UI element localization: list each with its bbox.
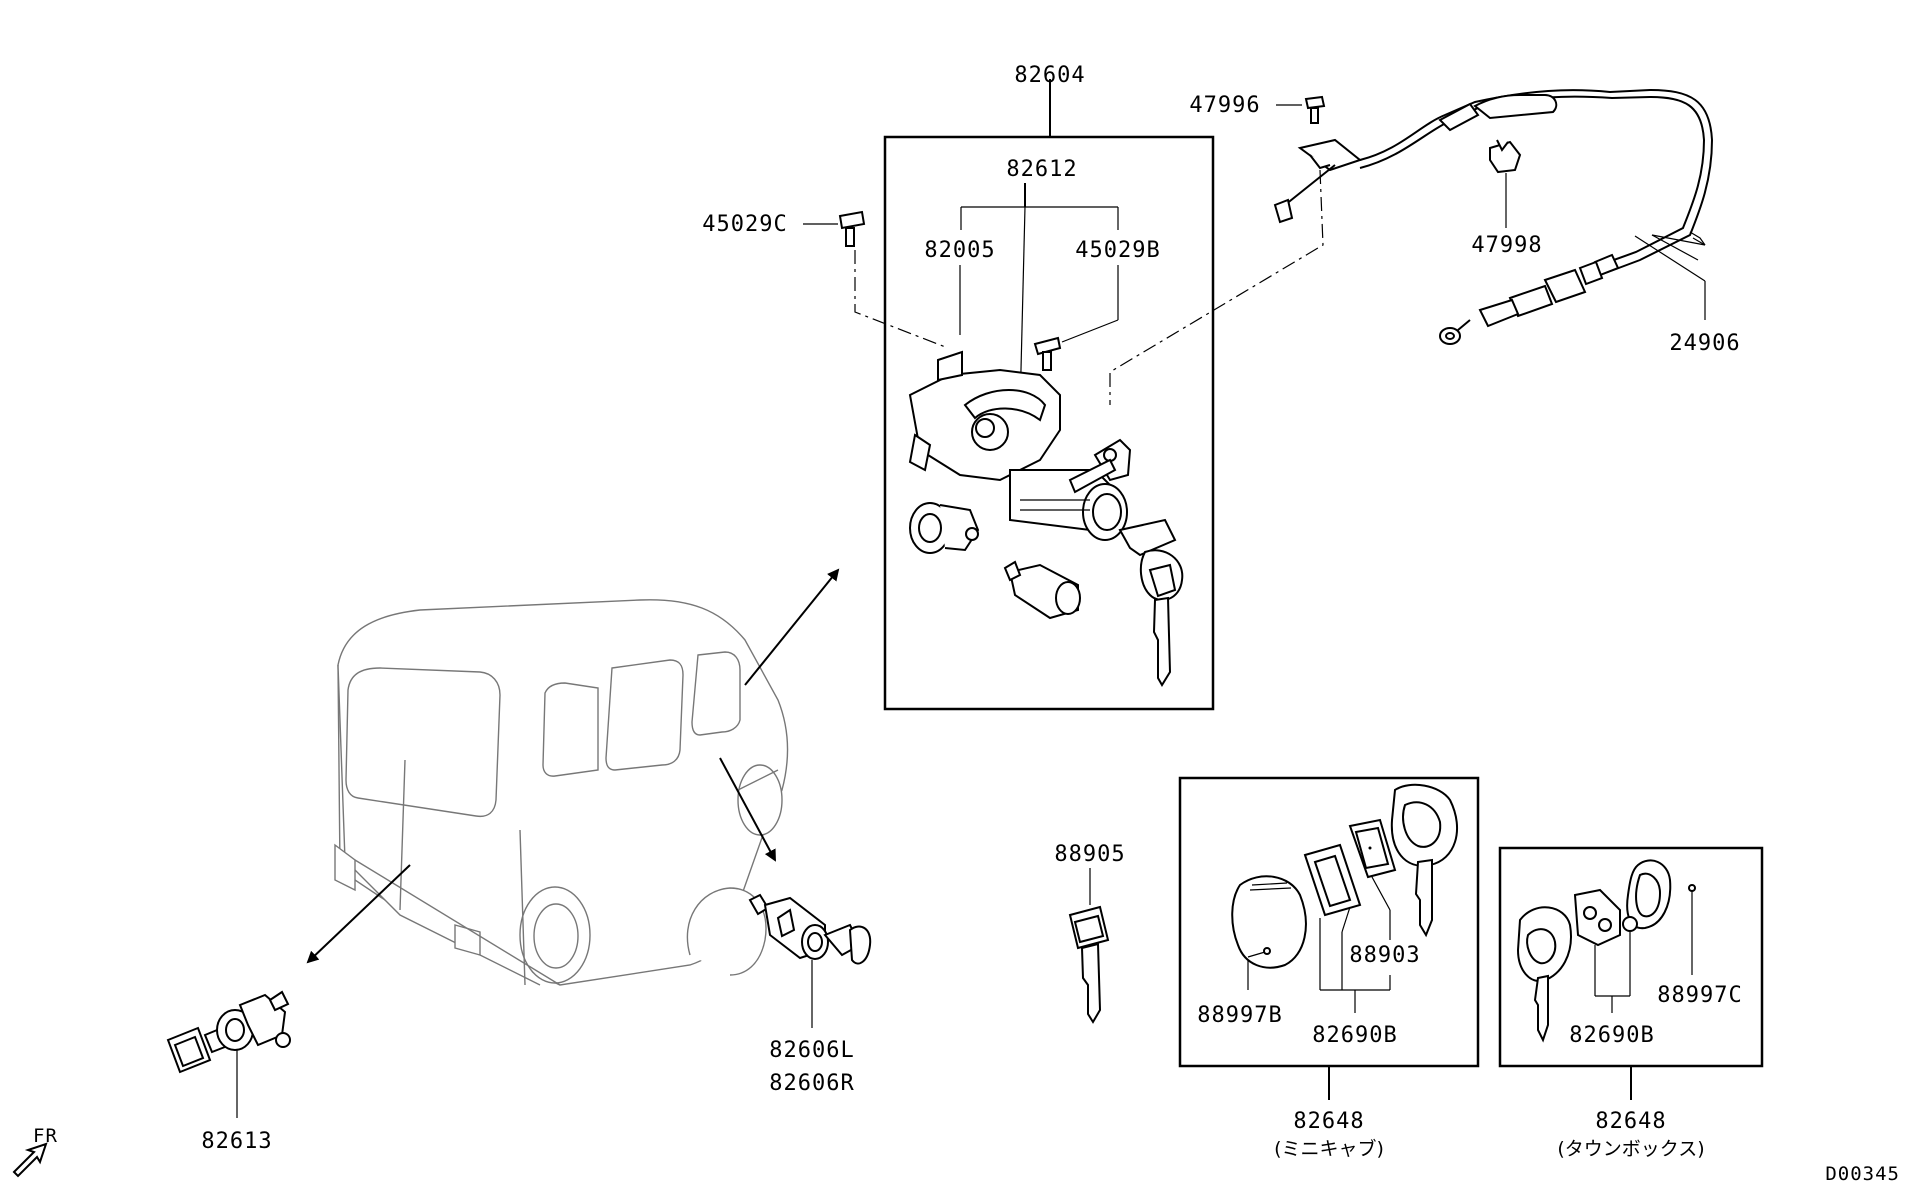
label-82648-b-note: (タウンボックス): [1557, 1138, 1704, 1160]
shift-lock-cable-assembly: 47996 47998: [1109, 88, 1740, 405]
label-82606L: 82606L: [769, 1038, 854, 1063]
remote-key-icon-b: [1516, 906, 1572, 1043]
door-lock-cylinder-b: [1003, 560, 1081, 620]
label-82613: 82613: [201, 1129, 272, 1154]
label-45029C: 45029C: [702, 212, 787, 237]
screw-45029C-icon: [838, 210, 866, 247]
part-82613: 82613: [166, 990, 291, 1154]
screw-88997C-icon: [1688, 884, 1696, 905]
remote-pad-icon: [1348, 818, 1397, 879]
screw-45029B-icon: [1033, 336, 1062, 371]
remote-key-icon: [1390, 783, 1459, 938]
label-45029B: 45029B: [1075, 238, 1160, 263]
front-direction-indicator: FR: [12, 1125, 58, 1178]
label-47998: 47998: [1471, 233, 1542, 258]
part-82606: 82606L 82606R: [748, 893, 872, 1096]
part-45029C: 45029C: [702, 210, 949, 349]
screw-88997B-icon: [1247, 947, 1271, 958]
door-lock-cylinder-a: [909, 502, 980, 554]
remote-cover-icon-b: [1626, 859, 1672, 930]
pointer-arrows: [306, 568, 840, 964]
label-82690B-b: 82690B: [1569, 1023, 1654, 1048]
screw-47996-icon: [1304, 95, 1326, 124]
part-88905: 88905: [1054, 842, 1125, 1024]
remote-module-icon: [1573, 888, 1621, 947]
ignition-lock-body: [908, 350, 1132, 541]
key-88905-icon: [1068, 905, 1110, 1024]
label-88997B: 88997B: [1197, 1003, 1282, 1028]
direction-label: FR: [33, 1125, 58, 1147]
label-88903: 88903: [1349, 943, 1420, 968]
battery-icon-b: [1622, 916, 1638, 932]
clip-47998-icon: [1489, 139, 1522, 174]
label-88905: 88905: [1054, 842, 1125, 867]
keyless-box-minicab: 88903 82690B 88997B 82648 (ミニキャブ): [1178, 776, 1480, 1160]
label-82648-b: 82648: [1595, 1109, 1666, 1134]
label-82648-a-note: (ミニキャブ): [1274, 1137, 1384, 1160]
remote-case-icon: [1303, 843, 1362, 917]
van-illustration: [334, 599, 789, 986]
ignition-lock-set-box: 82604 82612 82005 45029B: [883, 63, 1215, 711]
keyless-box-townbox: 82690B 88997C 82648 (タウンボックス): [1498, 846, 1764, 1160]
ignition-key-icon: [1118, 518, 1184, 687]
label-82648-a: 82648: [1293, 1109, 1364, 1134]
label-82690B-a: 82690B: [1312, 1023, 1397, 1048]
door-lock-82606-icon: [748, 893, 872, 965]
label-88997C: 88997C: [1657, 983, 1742, 1008]
label-82606R: 82606R: [769, 1071, 854, 1096]
label-47996: 47996: [1189, 93, 1260, 118]
label-82612: 82612: [1006, 157, 1077, 182]
diagram-id: D00345: [1825, 1163, 1900, 1185]
label-82604: 82604: [1014, 63, 1085, 88]
label-82005: 82005: [924, 238, 995, 263]
back-door-lock-82613-icon: [166, 990, 291, 1074]
label-24906: 24906: [1669, 331, 1740, 356]
front-arrow-icon: [12, 1142, 48, 1178]
remote-cover-icon: [1231, 875, 1307, 969]
